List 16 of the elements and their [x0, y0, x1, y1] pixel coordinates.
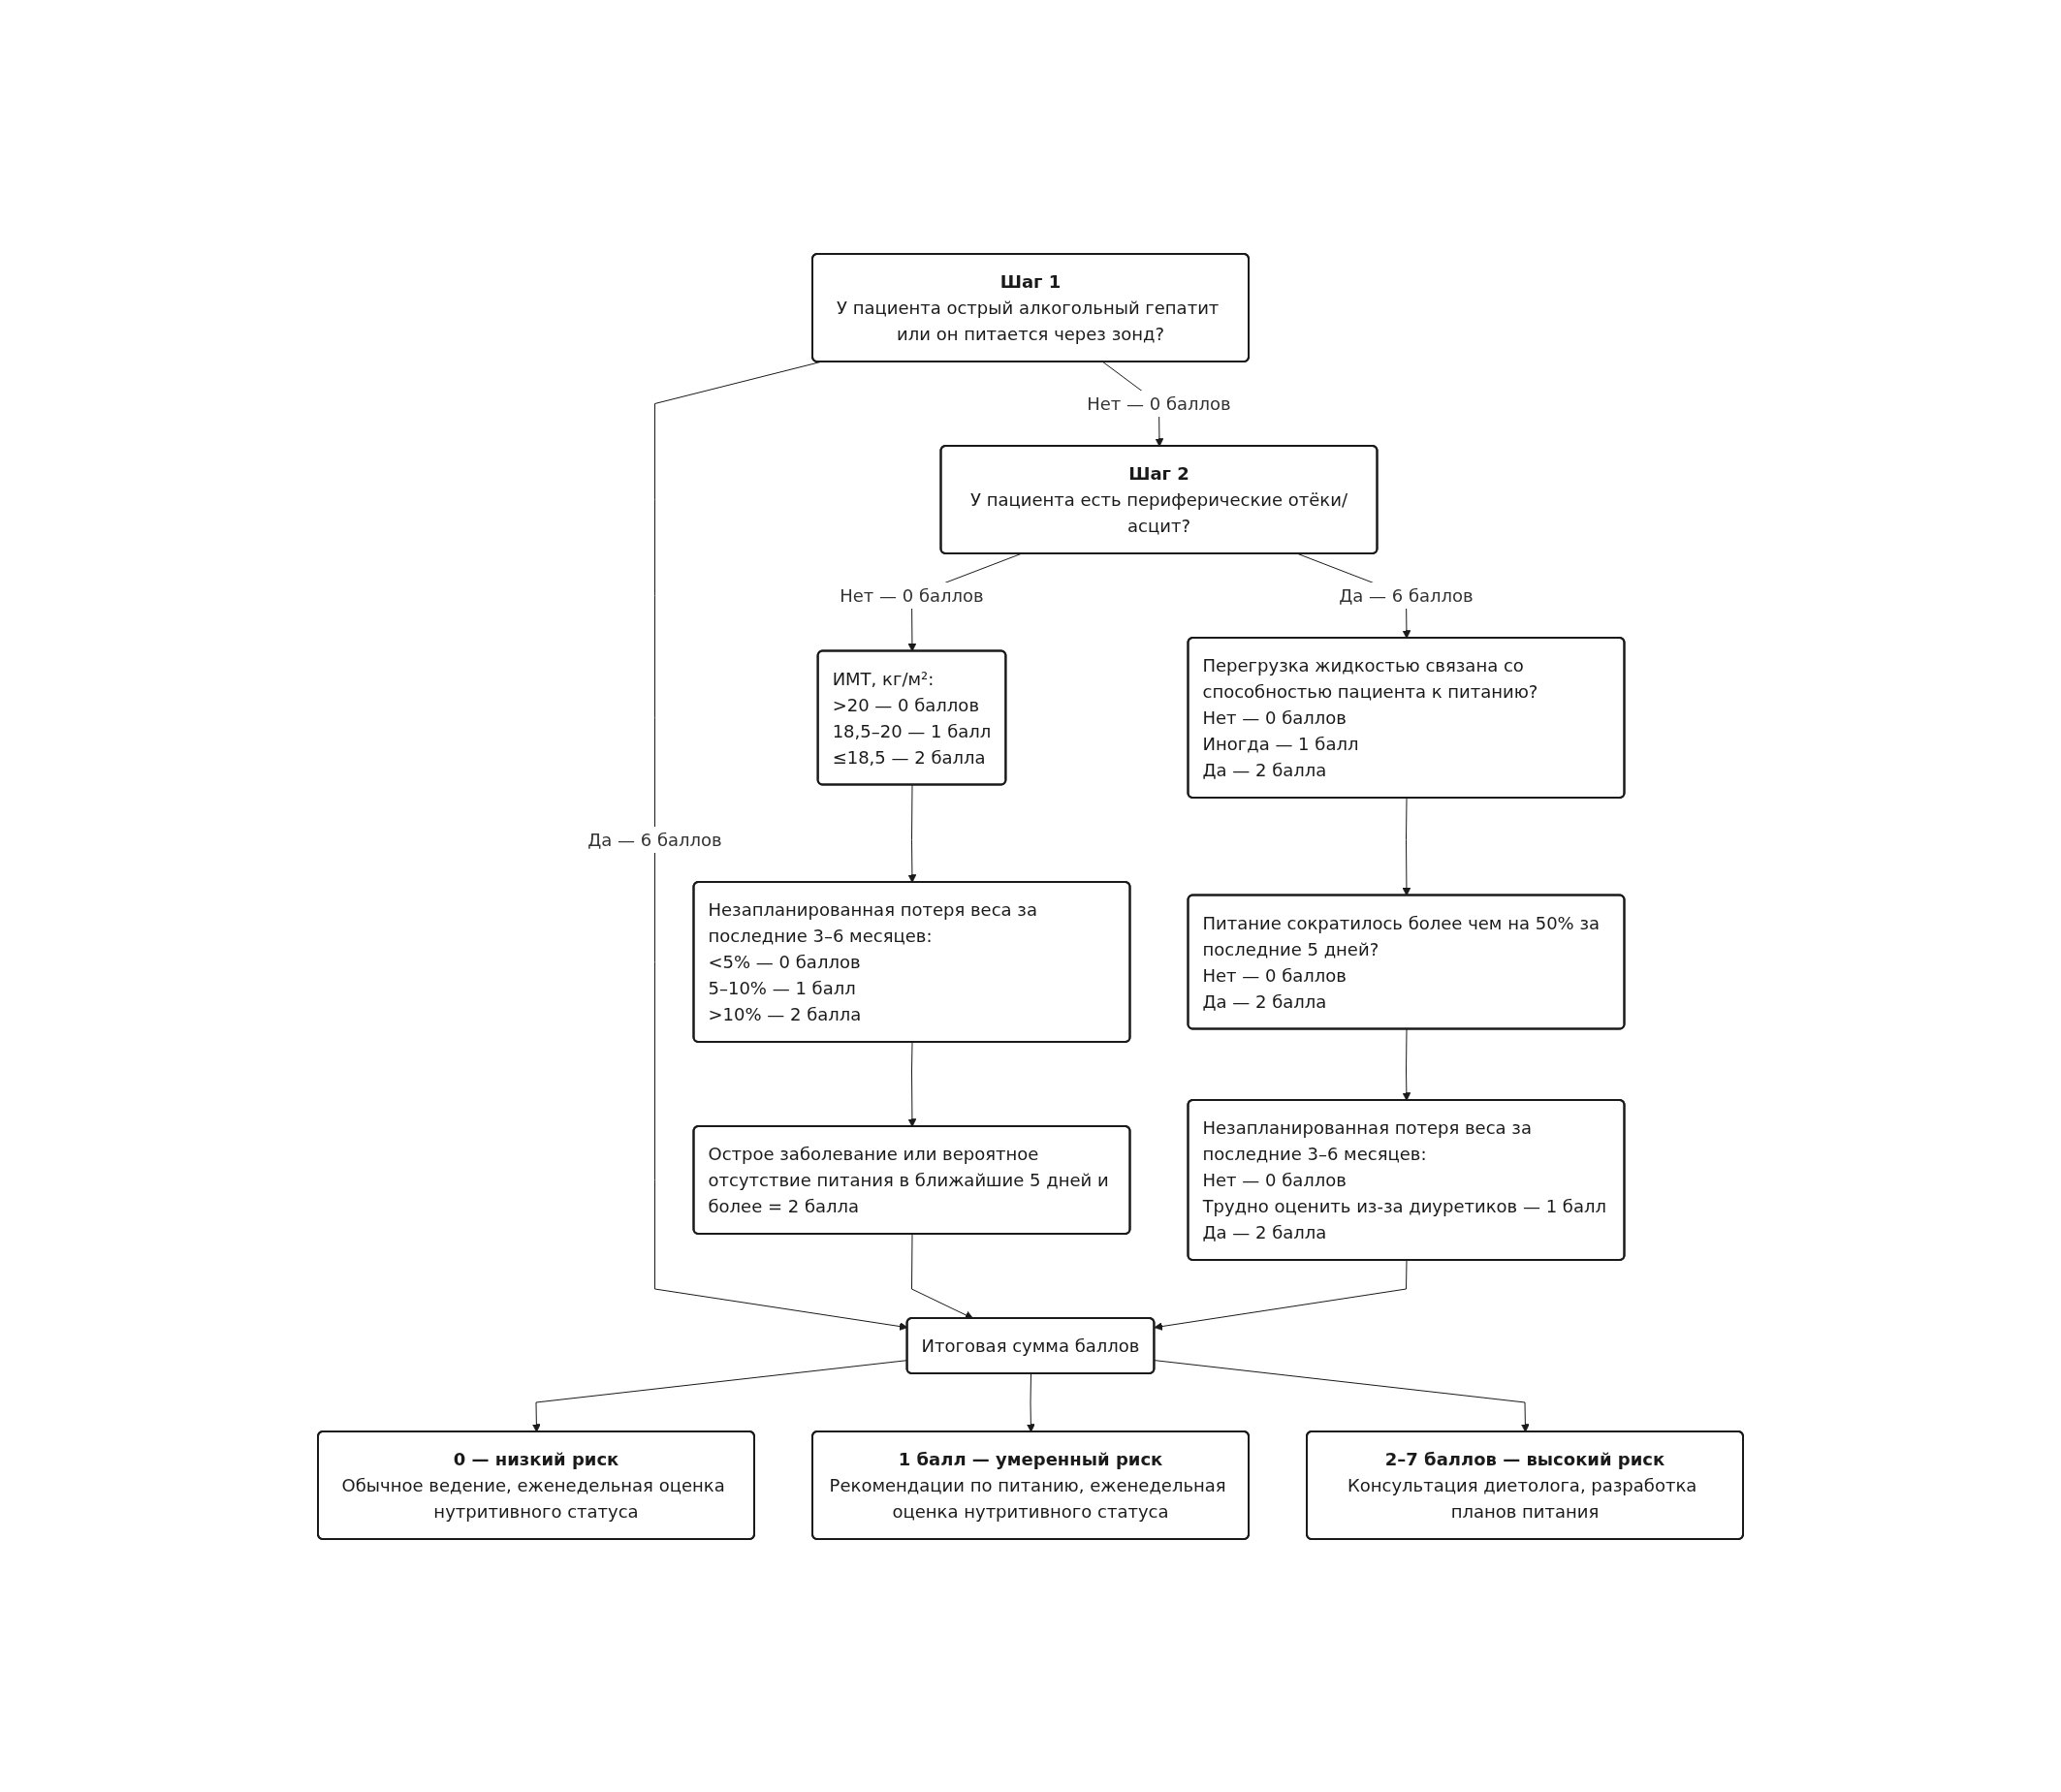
edge-label: Да — 6 баллов [1339, 584, 1474, 606]
arrow [1402, 797, 1411, 896]
edge-label: Нет — 0 баллов [1087, 393, 1231, 414]
node-text: 1 балл — умеренный риск Рекомендации по питанию, еженедельная оценка нутритивного статуса [829, 1448, 1226, 1522]
edge-label: Нет — 0 баллов [840, 584, 984, 606]
edge-label: Да — 6 баллов [587, 829, 722, 850]
arrow [1154, 1259, 1408, 1331]
arrow [1154, 1359, 1530, 1432]
node-text: 2–7 баллов — высокий риск Консультация диетолога, разработка планов питания [1347, 1448, 1697, 1522]
arrow [907, 784, 917, 883]
arrow [911, 1233, 974, 1319]
node-text: 0 — низкий риск Обычное ведение, еженедельная оценка нутритивного статуса [341, 1448, 725, 1522]
node-text: Шаг 1 У пациента острый алкогольный гепатит или он питается через зонд? [836, 270, 1220, 344]
arrow [1026, 1372, 1035, 1432]
arrow [907, 1041, 917, 1127]
arrow [1402, 1028, 1411, 1101]
